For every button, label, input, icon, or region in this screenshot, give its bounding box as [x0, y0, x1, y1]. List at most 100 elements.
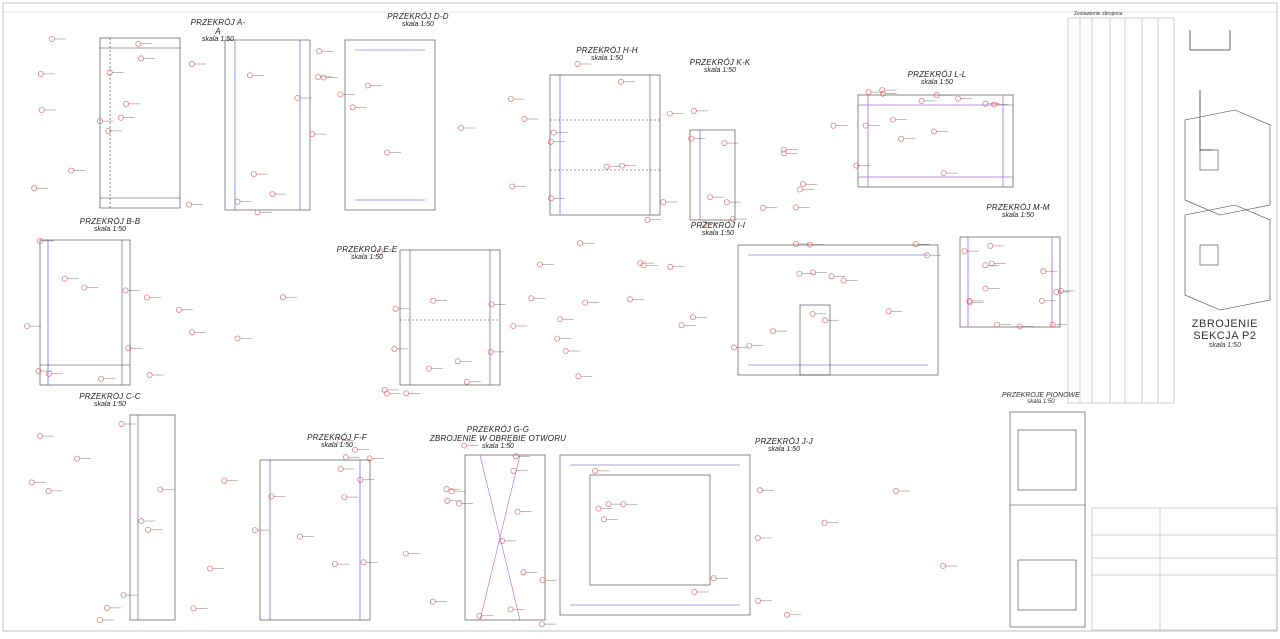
rebar-tag-marker	[723, 199, 730, 205]
rebar-tag-marker	[1016, 323, 1023, 330]
section-f-f-title: PRZEKRÓJ F-F skala 1:50	[305, 433, 369, 449]
rebar-tag-marker	[940, 563, 946, 569]
rebar-tag-marker	[507, 606, 514, 613]
section-title-text: PRZEKRÓJ K-K	[689, 58, 751, 67]
section-h-h-drawing	[549, 74, 661, 216]
rebar-tag-marker	[862, 122, 869, 129]
section-scale-text: skala 1:50	[921, 79, 953, 86]
rebar-tag-marker	[793, 241, 799, 247]
rebar-tag-marker	[391, 345, 398, 352]
section-i-i-drawing	[737, 244, 939, 376]
section-scale-text: skala 1:50	[94, 401, 126, 408]
rebar-tag-marker	[982, 262, 989, 269]
rebar-tag-marker	[403, 390, 410, 397]
section-title-text: PRZEKRÓJ B-B	[79, 217, 141, 226]
rebar-tag-marker	[528, 295, 535, 302]
rebar-tag-marker	[157, 486, 164, 493]
rebar-tag-marker	[627, 296, 633, 303]
rebar-tag-marker	[840, 277, 847, 284]
rebar-tag-marker	[521, 116, 528, 122]
rebar-tag-marker	[770, 328, 776, 334]
rebar-tag-marker	[425, 365, 432, 372]
rebar-tag-marker	[796, 270, 803, 277]
rebar-tag-marker	[912, 241, 919, 248]
rebar-tag-marker	[982, 285, 989, 292]
rebar-tag-marker	[68, 167, 75, 174]
rebar-tag-marker	[557, 316, 563, 323]
rebar-tag-marker	[234, 335, 241, 342]
section-e-e-title: PRZEKRÓJ E-E skala 1:50	[335, 245, 399, 261]
rebar-tag-marker	[74, 455, 80, 462]
rebar-tag-marker	[138, 55, 144, 62]
rebar-tag-marker	[982, 100, 989, 107]
rebar-tag-marker	[707, 194, 713, 200]
rebar-tag-marker	[189, 61, 195, 67]
rebar-tag-marker	[430, 297, 436, 304]
section-j-j-drawing	[559, 454, 751, 616]
rebar-tag-marker	[821, 519, 828, 526]
rebar-tag-marker	[575, 373, 582, 380]
section-b-b-title: PRZEKRÓJ B-B skala 1:50	[78, 217, 142, 233]
rebar-tag-marker	[332, 561, 338, 567]
rebar-tag-marker	[755, 597, 761, 604]
rebar-tag-marker	[509, 183, 516, 190]
section-scale-text: skala 1:50	[482, 443, 514, 450]
rebar-tag-marker	[118, 114, 124, 121]
rebar-tag-marker	[234, 198, 241, 205]
rebar-tag-marker	[994, 321, 1000, 328]
section-j-j-title: PRZEKRÓJ J-J skala 1:50	[752, 437, 816, 453]
section-title-text: PRZEKRÓJ D-D	[387, 12, 449, 21]
rebar-tag-marker	[754, 535, 761, 541]
rebar-tag-marker	[24, 323, 30, 329]
rebar-tag-marker	[800, 181, 806, 188]
rebar-tag-marker	[987, 242, 994, 249]
section-title-text: PRZEKRÓJ G-G	[466, 425, 530, 434]
rebar-tag-marker	[392, 305, 399, 312]
rebar-tag-marker	[1039, 297, 1045, 304]
rebar-tag-marker	[106, 69, 113, 76]
rebar-tag-marker	[595, 505, 602, 512]
rebar-tag-marker	[574, 61, 581, 67]
rebar-tag-marker	[547, 138, 554, 145]
rebar-tag-marker	[122, 287, 129, 294]
section-c-c-title: PRZEKRÓJ C-C skala 1:50	[78, 392, 142, 408]
rebar-tag-marker	[710, 575, 717, 582]
rebar-tag-marker	[487, 348, 494, 355]
rebar-tag-marker	[429, 598, 436, 605]
rebar-tag-marker	[931, 128, 937, 135]
section-scale-text: skala 1:50	[351, 254, 383, 261]
rebar-tag-marker	[146, 372, 153, 378]
rebar-tag-marker	[143, 294, 150, 301]
rebar-tag-marker	[721, 140, 728, 146]
rebar-tag-marker	[35, 368, 42, 374]
sheet-title-line2: SEKCJA P2	[1193, 330, 1257, 342]
rebar-tag-marker	[746, 342, 753, 349]
rebar-tag-marker	[507, 96, 514, 102]
section-scale-text: skala 1:50	[1002, 212, 1034, 219]
rebar-tag-marker	[360, 559, 367, 566]
section-h-h-title: PRZEKRÓJ H-H skala 1:50	[572, 46, 642, 62]
rebar-tag-marker	[1053, 288, 1060, 295]
rebar-tag-marker	[309, 131, 316, 137]
rebar-tag-marker	[691, 108, 697, 114]
rebar-tag-marker	[660, 199, 667, 205]
rebar-tag-marker	[48, 36, 55, 42]
rebar-tag-marker	[98, 375, 104, 382]
rebar-tag-marker	[31, 185, 37, 192]
section-scale-text: skala 1:50	[202, 36, 234, 43]
section-title-text: PRZEKRÓJ A-A	[190, 18, 246, 36]
rebar-tag-marker	[688, 135, 694, 142]
rebar-tag-marker	[955, 95, 961, 102]
rebar-tag-marker	[37, 71, 44, 77]
section-g-g-title: PRZEKRÓJ G-G ZBROJENIE W OBRĘBIE OTWORU …	[428, 425, 568, 450]
rebar-tag-marker	[341, 494, 348, 500]
rebar-tag-marker	[175, 306, 182, 313]
rebar-schedule-table	[1067, 17, 1175, 404]
rebar-tag-marker	[605, 501, 612, 507]
rebar-tag-marker	[349, 104, 356, 111]
rebar-tag-marker	[123, 101, 129, 107]
section-f-f-drawing	[259, 459, 371, 621]
rebar-tag-marker	[384, 149, 390, 156]
